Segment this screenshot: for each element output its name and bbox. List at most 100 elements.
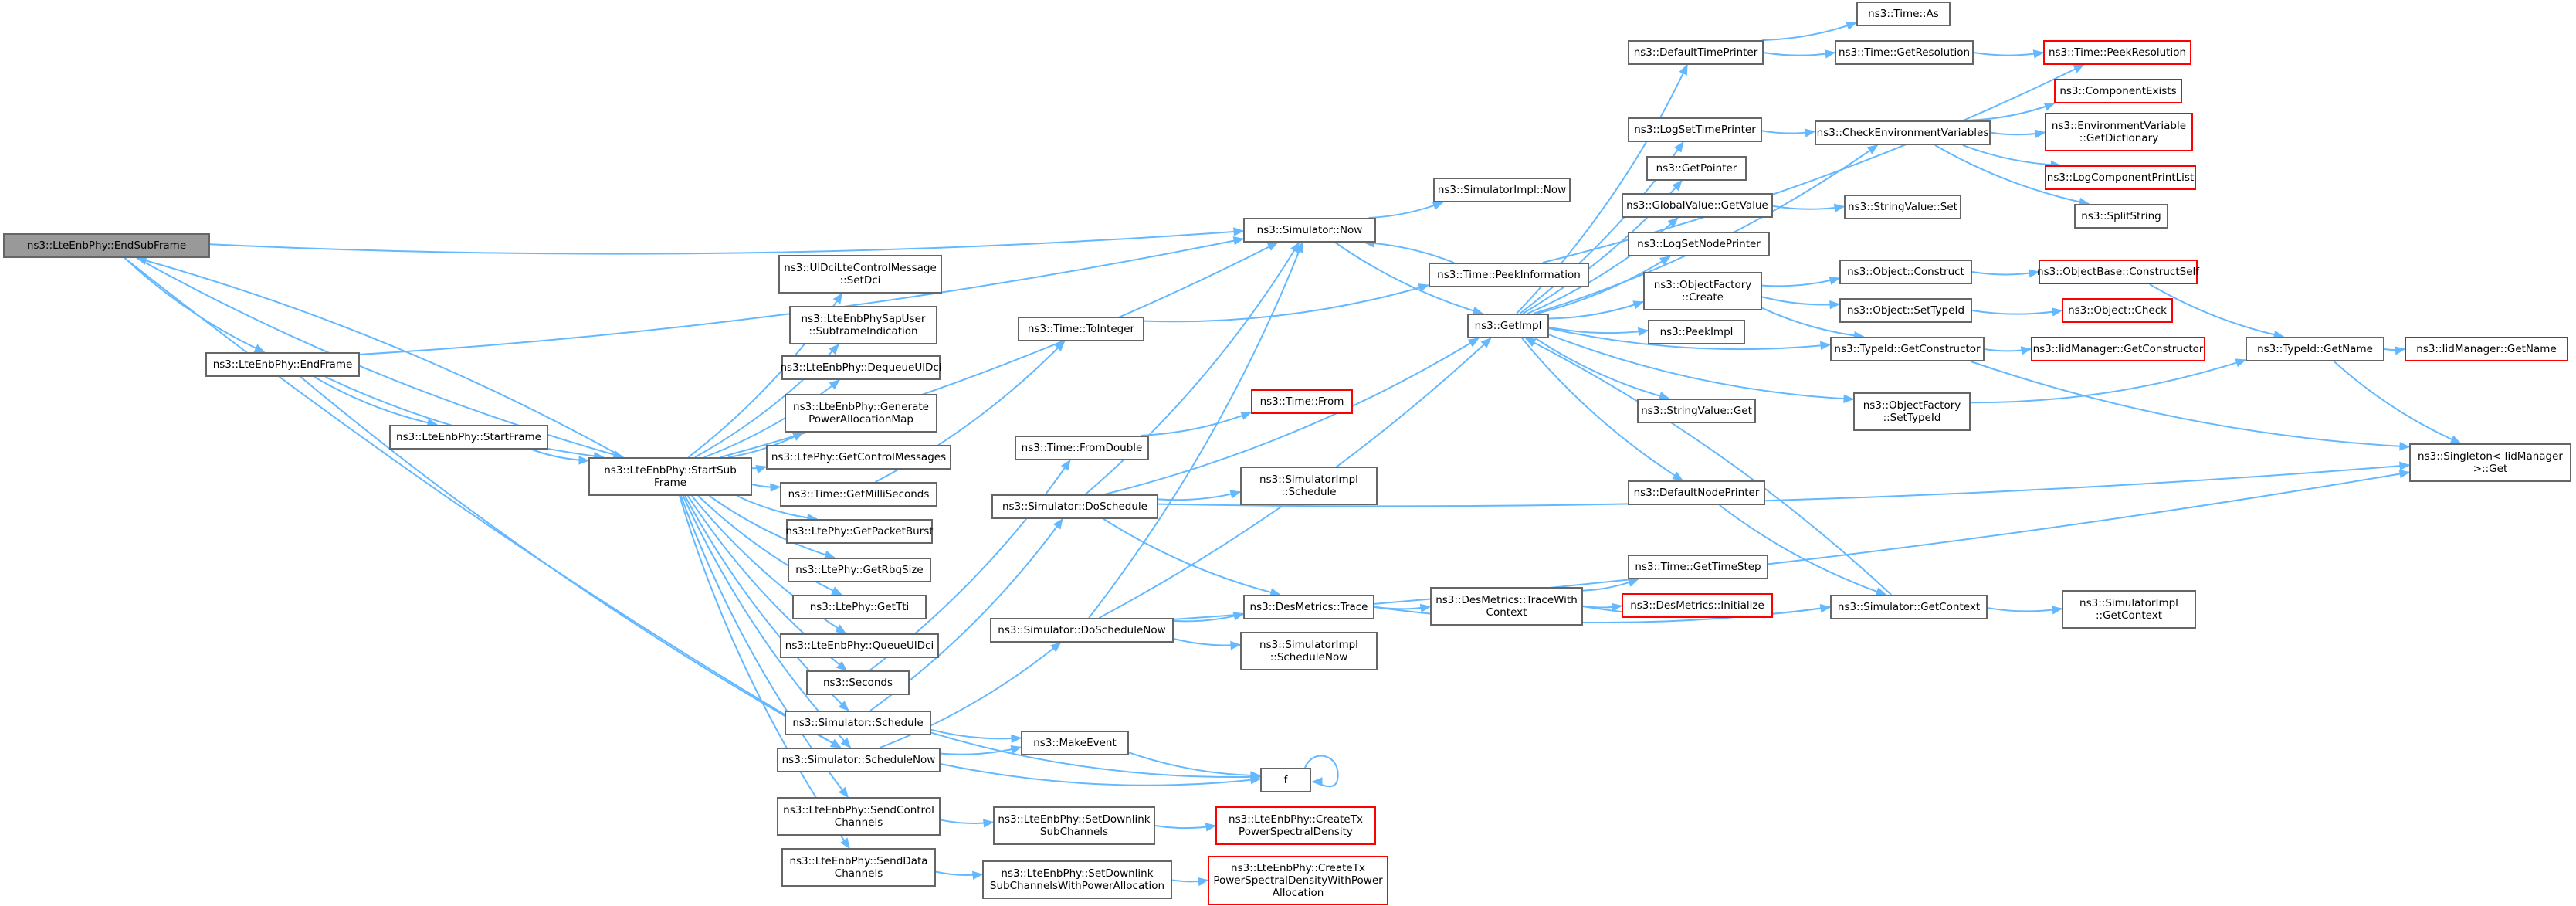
edge-schednow-to-f — [940, 763, 1261, 786]
edge-endframe-to-schednow — [300, 376, 842, 748]
node-peekres[interactable]: ns3::Time::PeekResolution — [2043, 40, 2191, 65]
node-typegetctor[interactable]: ns3::TypeId::GetConstructor — [1830, 337, 1985, 361]
node-defnode[interactable]: ns3::DefaultNodePrinter — [1628, 480, 1765, 505]
node-iidname[interactable]: ns3::IidManager::GetName — [2405, 337, 2568, 361]
node-defprinter[interactable]: ns3::DefaultTimePrinter — [1628, 40, 1764, 65]
edge-endframe-to-startframe — [314, 376, 438, 426]
node-queueul[interactable]: ns3::LteEnbPhy::QueueUlDci — [780, 633, 939, 658]
node-schedule[interactable]: ns3::Simulator::Schedule — [785, 711, 931, 735]
node-singleton[interactable]: ns3::Singleton< IidManager >::Get — [2409, 443, 2571, 482]
node-svset[interactable]: ns3::StringValue::Set — [1844, 195, 1961, 219]
node-splitstr[interactable]: ns3::SplitString — [2074, 204, 2168, 229]
arrowhead-getmilli-to-toint — [1054, 341, 1066, 351]
arrowhead-desmtrace-to-tracewith — [1419, 603, 1432, 613]
arrowhead-startsub-to-getmilli — [770, 483, 781, 492]
node-getrbg[interactable]: ns3::LtePhy::GetRbgSize — [788, 558, 931, 582]
arrowhead-ofsettype-to-typegetname — [2235, 358, 2247, 368]
arrowhead-startsub-to-sendctrl — [838, 786, 849, 799]
node-startframe[interactable]: ns3::LteEnbPhy::StartFrame — [389, 425, 548, 450]
arrowhead-getimpl-to-gvget — [1667, 217, 1679, 228]
arrowhead-startsub-to-senddata — [840, 837, 850, 850]
node-ofcreate[interactable]: ns3::ObjectFactory ::Create — [1643, 272, 1762, 310]
arrowhead-getimpl-to-peekimpl — [1637, 327, 1649, 337]
node-schednow[interactable]: ns3::Simulator::ScheduleNow — [777, 748, 941, 772]
node-dequeue[interactable]: ns3::LteEnbPhy::DequeueUlDci — [780, 355, 942, 380]
node-getmilli[interactable]: ns3::Time::GetMilliSeconds — [780, 482, 937, 507]
node-setdci[interactable]: ns3::UlDciLteControlMessage ::SetDci — [778, 255, 942, 294]
node-setdl[interactable]: ns3::LteEnbPhy::SetDownlink SubChannels — [993, 806, 1155, 845]
node-seconds[interactable]: ns3::Seconds — [806, 670, 910, 695]
node-makeevent[interactable]: ns3::MakeEvent — [1021, 731, 1129, 755]
node-sendctrl[interactable]: ns3::LteEnbPhy::SendControl Channels — [777, 797, 941, 836]
node-gettimestep[interactable]: ns3::Time::GetTimeStep — [1628, 555, 1768, 579]
node-logcomp[interactable]: ns3::LogComponentPrintList — [2045, 165, 2196, 190]
node-checkenv[interactable]: ns3::CheckEnvironmentVariables — [1815, 120, 1991, 145]
node-timeas[interactable]: ns3::Time::As — [1856, 2, 1951, 26]
node-peekinfo[interactable]: ns3::Time::PeekInformation — [1429, 263, 1589, 287]
arrowhead-peekinfo-to-peekres — [2073, 64, 2085, 73]
node-objconstruct[interactable]: ns3::Object::Construct — [1839, 260, 1972, 284]
node-from[interactable]: ns3::Time::From — [1251, 389, 1353, 414]
node-gettti[interactable]: ns3::LtePhy::GetTti — [792, 595, 927, 619]
node-objsettype[interactable]: ns3::Object::SetTypeId — [1839, 298, 1972, 323]
arrowhead-getimpl-to-defprinter — [1679, 63, 1688, 76]
node-getctrl[interactable]: ns3::LtePhy::GetControlMessages — [766, 445, 951, 470]
edge-constructself-to-typegetname — [2149, 283, 2284, 338]
node-compexists[interactable]: ns3::ComponentExists — [2054, 79, 2182, 103]
arrowhead-f-to-f — [1311, 777, 1323, 786]
node-toint[interactable]: ns3::Time::ToInteger — [1018, 317, 1144, 341]
node-createtx[interactable]: ns3::LteEnbPhy::CreateTx PowerSpectralDe… — [1215, 806, 1376, 845]
arrowhead-dosched-to-singleton — [2399, 461, 2411, 471]
edge-startsub-to-gettti — [697, 495, 842, 596]
node-ofsettype[interactable]: ns3::ObjectFactory ::SetTypeId — [1853, 392, 1971, 431]
node-desinit[interactable]: ns3::DesMetrics::Initialize — [1622, 593, 1773, 618]
node-dosched[interactable]: ns3::Simulator::DoSchedule — [991, 494, 1158, 519]
node-getres[interactable]: ns3::Time::GetResolution — [1835, 40, 1974, 65]
node-startsub[interactable]: ns3::LteEnbPhy::StartSub Frame — [588, 457, 752, 496]
arrowhead-gvget-to-svset — [1833, 203, 1846, 212]
arrowhead-getimpl-to-defnode — [1672, 471, 1684, 481]
node-typegetname[interactable]: ns3::TypeId::GetName — [2246, 337, 2384, 361]
node-implnow[interactable]: ns3::SimulatorImpl::Now — [1433, 178, 1571, 202]
edge-peekinfo-to-now — [1364, 242, 1455, 263]
arrowhead-checkenv-to-envdict — [2034, 129, 2046, 139]
node-getpkt[interactable]: ns3::LtePhy::GetPacketBurst — [785, 519, 934, 544]
node-createtxpa[interactable]: ns3::LteEnbPhy::CreateTx PowerSpectralDe… — [1208, 856, 1388, 905]
node-constructself[interactable]: ns3::ObjectBase::ConstructSelf — [2037, 260, 2199, 284]
arrowhead-getimpl-to-ofsettype — [1843, 394, 1855, 403]
node-now[interactable]: ns3::Simulator::Now — [1243, 218, 1376, 243]
node-desmtrace[interactable]: ns3::DesMetrics::Trace — [1243, 595, 1374, 619]
node-envdict[interactable]: ns3::EnvironmentVariable ::GetDictionary — [2045, 113, 2193, 151]
node-f[interactable]: f — [1260, 768, 1311, 792]
node-endframe[interactable]: ns3::LteEnbPhy::EndFrame — [205, 352, 360, 377]
node-senddata[interactable]: ns3::LteEnbPhy::SendData Channels — [781, 848, 936, 887]
arrowhead-endframe-to-now — [1232, 236, 1245, 246]
node-setdlpa[interactable]: ns3::LteEnbPhy::SetDownlink SubChannelsW… — [982, 860, 1172, 899]
node-genpower[interactable]: ns3::LteEnbPhy::Generate PowerAllocation… — [785, 394, 937, 433]
node-implsched[interactable]: ns3::SimulatorImpl ::Schedule — [1240, 467, 1378, 505]
arrowhead-ofcreate-to-objsettype — [1829, 300, 1841, 310]
edge-getimpl-to-ofsettype — [1548, 334, 1854, 400]
node-logsettp[interactable]: ns3::LogSetTimePrinter — [1628, 117, 1762, 142]
node-doschednow[interactable]: ns3::Simulator::DoScheduleNow — [990, 618, 1174, 643]
node-getimpl[interactable]: ns3::GetImpl — [1467, 314, 1549, 338]
node-fromdbl[interactable]: ns3::Time::FromDouble — [1015, 436, 1149, 460]
edge-toint-to-peekinfo — [1144, 284, 1429, 323]
node-svget[interactable]: ns3::StringValue::Get — [1637, 399, 1756, 423]
node-getpointer[interactable]: ns3::GetPointer — [1646, 156, 1747, 181]
node-iidctor[interactable]: ns3::IidManager::GetConstructor — [2031, 337, 2205, 361]
node-gvget[interactable]: ns3::GlobalValue::GetValue — [1622, 193, 1773, 218]
edge-ofsettype-to-typegetname — [1970, 359, 2246, 404]
node-getctx[interactable]: ns3::Simulator::GetContext — [1830, 595, 1988, 619]
arrowhead-sendctrl-to-setdl — [982, 819, 995, 828]
node-objcheck[interactable]: ns3::Object::Check — [2062, 298, 2173, 323]
node-peekimpl[interactable]: ns3::PeekImpl — [1648, 320, 1745, 344]
node-implgetctx[interactable]: ns3::SimulatorImpl ::GetContext — [2062, 590, 2196, 629]
node-logsetnode[interactable]: ns3::LogSetNodePrinter — [1628, 232, 1770, 256]
node-tracewith[interactable]: ns3::DesMetrics::TraceWith Context — [1430, 587, 1583, 626]
node-sapuser[interactable]: ns3::LteEnbPhySapUser ::SubframeIndicati… — [789, 306, 937, 344]
arrowhead-typegetname-to-singleton — [2449, 435, 2462, 444]
arrowhead-schednow-to-doschednow — [1050, 642, 1062, 653]
node-implschednow[interactable]: ns3::SimulatorImpl ::ScheduleNow — [1240, 632, 1378, 670]
arrowhead-startsub-to-dequeue — [829, 379, 840, 390]
